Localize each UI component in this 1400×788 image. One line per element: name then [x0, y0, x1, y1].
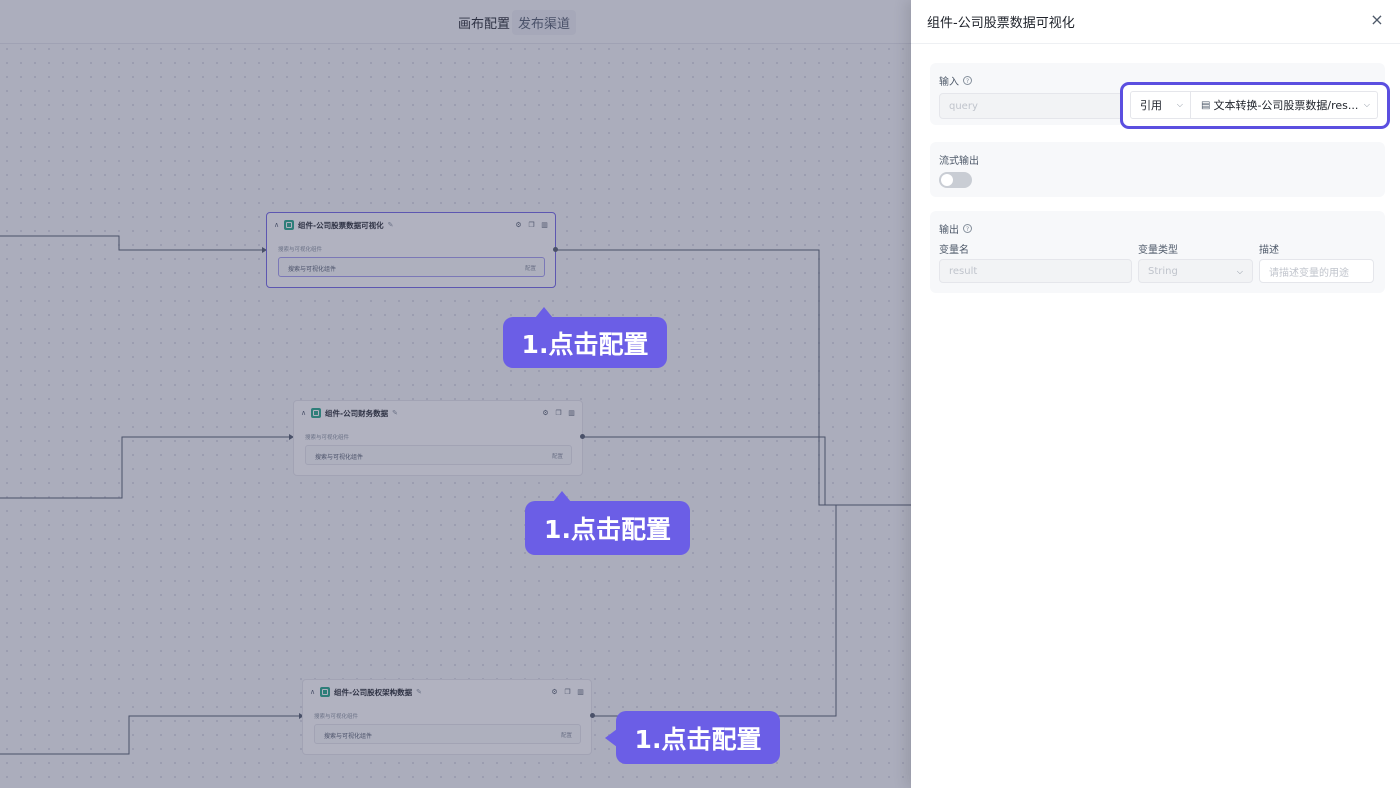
- table-icon: ▤: [1201, 99, 1211, 111]
- configure-button[interactable]: 配置: [551, 454, 563, 460]
- component-icon: [284, 220, 294, 230]
- node-title: 组件-公司财务数据: [325, 408, 389, 418]
- copy-icon[interactable]: ❐: [528, 221, 535, 229]
- description-placeholder: 请描述变量的用途: [1269, 267, 1349, 279]
- chevron-down-icon[interactable]: ∧: [274, 221, 280, 229]
- settings-icon[interactable]: ⚙: [542, 409, 549, 417]
- configure-button[interactable]: 配置: [524, 266, 536, 272]
- output-label: 输出 ?: [939, 221, 972, 236]
- node-subtitle: 搜索与可视化组件: [278, 247, 323, 253]
- output-port[interactable]: [580, 434, 585, 439]
- node-field[interactable]: 搜索与可视化组件 配置: [278, 257, 545, 277]
- description-input[interactable]: 请描述变量的用途: [1259, 259, 1374, 283]
- tutorial-callout: 1.点击配置: [503, 307, 667, 368]
- component-icon: [311, 408, 321, 418]
- stream-section: 流式输出: [930, 142, 1385, 197]
- var-type-value: String: [1148, 265, 1178, 277]
- canvas-topbar: 画布配置 发布渠道: [0, 0, 911, 44]
- col-description: 描述: [1259, 245, 1279, 256]
- node-field[interactable]: 搜索与可视化组件 配置: [314, 724, 581, 744]
- col-var-name: 变量名: [939, 245, 969, 256]
- output-section: 输出 ? 变量名 变量类型 描述 result String ⌵ 请描述变量的用…: [930, 211, 1385, 293]
- component-icon: [320, 687, 330, 697]
- modal-dim-overlay: [0, 0, 911, 788]
- settings-icon[interactable]: ⚙: [551, 688, 558, 696]
- node-equity-structure[interactable]: ∧ 组件-公司股权架构数据 ✎ ⚙ ❐ ▥ 搜索与可视化组件 搜索与可视化组件 …: [302, 679, 592, 755]
- node-field-label: 搜索与可视化组件: [315, 454, 364, 461]
- help-icon[interactable]: ?: [963, 224, 972, 233]
- var-name-input[interactable]: result: [939, 259, 1132, 283]
- close-icon[interactable]: ×: [1370, 10, 1384, 29]
- arrow-node2: [289, 434, 294, 440]
- chevron-down-icon: ⌵: [1363, 100, 1370, 109]
- node-subtitle: 搜索与可视化组件: [314, 714, 359, 720]
- copy-icon[interactable]: ❐: [564, 688, 571, 696]
- node-field-label: 搜索与可视化组件: [288, 266, 337, 273]
- node-subtitle: 搜索与可视化组件: [305, 435, 350, 441]
- copy-icon[interactable]: ❐: [555, 409, 562, 417]
- edit-icon[interactable]: ✎: [387, 221, 394, 229]
- panel-header: 组件-公司股票数据可视化 ×: [911, 0, 1400, 44]
- node-financial-data[interactable]: ∧ 组件-公司财务数据 ✎ ⚙ ❐ ▥ 搜索与可视化组件 搜索与可视化组件 配置: [293, 400, 583, 476]
- tutorial-callout: 1.点击配置: [525, 491, 690, 555]
- delete-icon[interactable]: ▥: [568, 409, 575, 417]
- node-field-label: 搜索与可视化组件: [324, 733, 373, 740]
- edit-icon[interactable]: ✎: [416, 688, 422, 696]
- node-header: ∧ 组件-公司财务数据 ✎ ⚙ ❐ ▥: [301, 406, 576, 420]
- reference-value-text: 文本转换-公司股票数据/res...: [1213, 99, 1359, 112]
- output-label-text: 输出: [939, 225, 959, 236]
- stream-label: 流式输出: [939, 156, 979, 167]
- edge-out-node2: [583, 436, 826, 505]
- node-field[interactable]: 搜索与可视化组件 配置: [305, 445, 572, 465]
- reference-value-select[interactable]: ▤ 文本转换-公司股票数据/res... ⌵: [1191, 91, 1378, 119]
- query-input-placeholder: query: [949, 100, 978, 112]
- reference-selector-highlight: 引用 ⌵ ▤ 文本转换-公司股票数据/res... ⌵: [1120, 82, 1390, 129]
- delete-icon[interactable]: ▥: [541, 221, 548, 229]
- edge-in-node3: [0, 715, 299, 755]
- output-port[interactable]: [590, 713, 595, 718]
- panel-title: 组件-公司股票数据可视化: [927, 16, 1075, 31]
- node-title: 组件-公司股票数据可视化: [298, 220, 384, 230]
- query-input[interactable]: query: [939, 93, 1129, 119]
- var-name-placeholder: result: [949, 265, 978, 277]
- delete-icon[interactable]: ▥: [577, 688, 584, 696]
- configure-button[interactable]: 配置: [560, 733, 572, 739]
- reference-mode-value: 引用: [1140, 99, 1162, 112]
- settings-icon[interactable]: ⚙: [515, 221, 522, 229]
- chevron-down-icon: ⌵: [1176, 100, 1183, 109]
- help-icon[interactable]: ?: [963, 76, 972, 85]
- chevron-down-icon[interactable]: ∧: [301, 409, 307, 417]
- edge-out-node1: [556, 249, 911, 506]
- col-var-type: 变量类型: [1138, 245, 1178, 256]
- arrow-node3: [299, 713, 304, 719]
- var-type-select[interactable]: String ⌵: [1138, 259, 1253, 283]
- node-stock-visualization[interactable]: ∧ 组件-公司股票数据可视化 ✎ ⚙ ❐ ▥ 搜索与可视化组件 搜索与可视化组件…: [266, 212, 556, 288]
- node-title: 组件-公司股权架构数据: [334, 687, 413, 697]
- edit-icon[interactable]: ✎: [392, 409, 398, 417]
- stream-output-toggle[interactable]: [939, 172, 972, 188]
- node-header: ∧ 组件-公司股票数据可视化 ✎ ⚙ ❐ ▥: [274, 218, 549, 232]
- config-panel: 组件-公司股票数据可视化 × 输入 ? query 流式输出 输出 ? 变量名 …: [911, 0, 1400, 788]
- node-header: ∧ 组件-公司股权架构数据 ✎ ⚙ ❐ ▥: [310, 685, 585, 699]
- chevron-down-icon: ⌵: [1236, 267, 1243, 276]
- output-port[interactable]: [553, 247, 558, 252]
- input-label: 输入 ?: [939, 73, 972, 88]
- arrow-node1: [262, 247, 267, 253]
- reference-mode-select[interactable]: 引用 ⌵: [1130, 91, 1191, 119]
- edge-in-node1: [0, 235, 262, 251]
- input-label-text: 输入: [939, 77, 959, 88]
- tab-canvas-config[interactable]: 画布配置: [458, 17, 511, 32]
- chevron-down-icon[interactable]: ∧: [310, 688, 316, 696]
- workflow-canvas[interactable]: 画布配置 发布渠道 ∧ 组件-公司股票数据可视化 ✎ ⚙ ❐ ▥: [0, 0, 911, 788]
- edge-in-node2: [0, 436, 289, 499]
- tab-publish-channel[interactable]: 发布渠道: [512, 10, 577, 35]
- tutorial-callout: 1.点击配置: [605, 711, 780, 764]
